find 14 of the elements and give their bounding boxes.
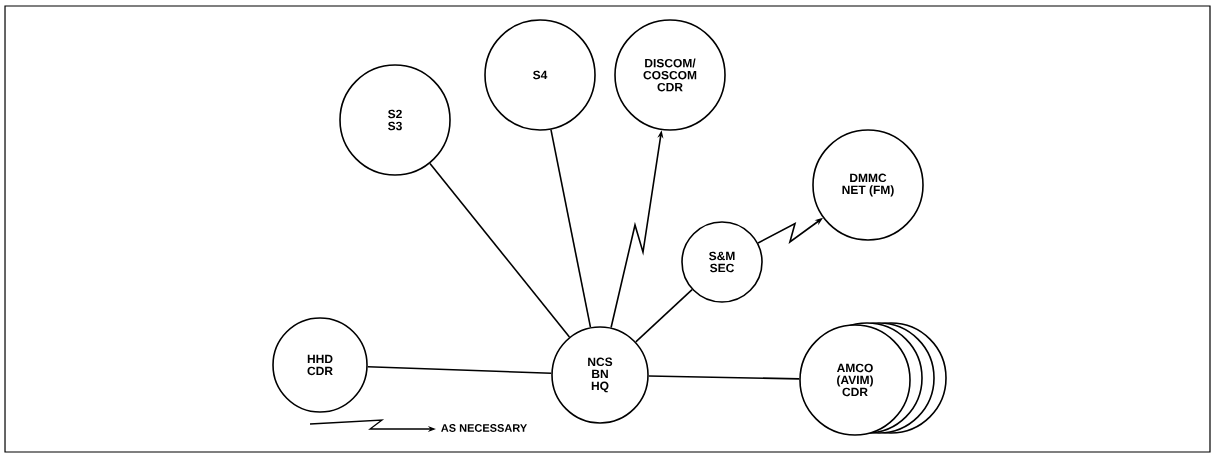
circle-node: S&M SEC <box>681 221 763 303</box>
circle-node: S2 S3 <box>339 64 451 176</box>
connector-line <box>550 128 592 328</box>
connector-line <box>366 365 553 375</box>
circle-node: DMMC NET (FM) <box>812 129 924 241</box>
connector-line <box>648 375 800 380</box>
circle-node: DISCOM/ COSCOM CDR <box>614 19 726 131</box>
circle-node: HHD CDR <box>272 317 368 413</box>
legend-label: AS NECESSARY <box>441 424 527 432</box>
connector-line <box>429 162 571 338</box>
stacked-circles: AMCO (AVIM) CDR <box>799 322 947 436</box>
circle-node: NCS BN HQ <box>551 326 649 424</box>
circle-node: S4 <box>484 19 596 131</box>
connector-line <box>635 288 693 343</box>
